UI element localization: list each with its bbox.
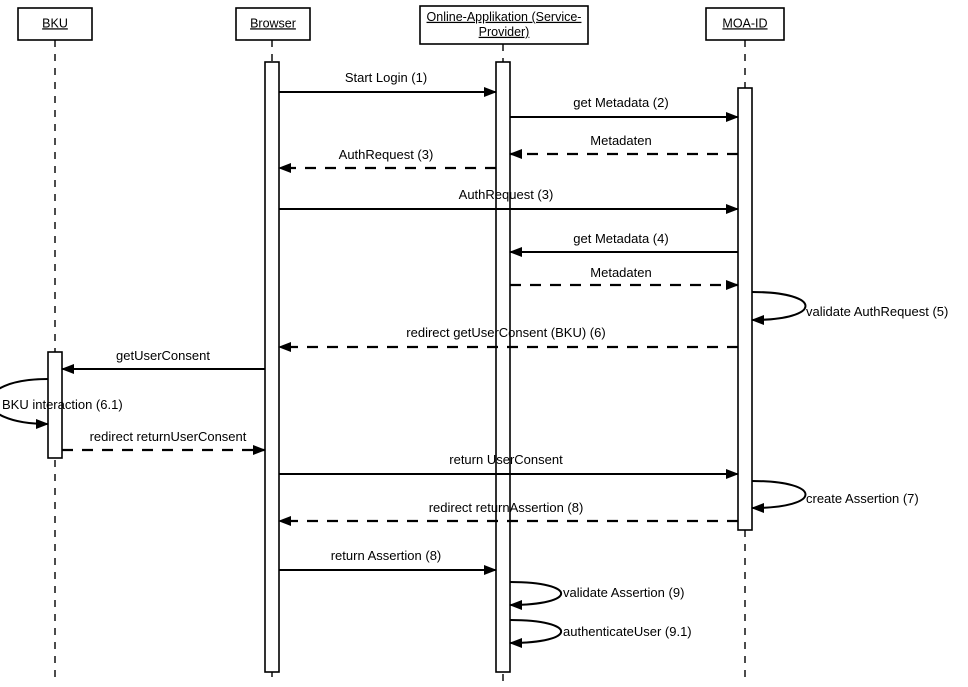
- message-label-8: redirect getUserConsent (BKU) (6): [406, 325, 605, 340]
- message-7: Metadaten: [510, 265, 739, 290]
- message-label-9: getUserConsent: [116, 348, 210, 363]
- self-message-2: BKU interaction (6.1): [0, 378, 123, 429]
- message-label-3: Metadaten: [590, 133, 651, 148]
- activation-bars-layer: [47, 61, 753, 673]
- message-label-1: Start Login (1): [345, 70, 427, 85]
- activation-bar-bku: [47, 351, 63, 459]
- message-label-2: get Metadata (2): [573, 95, 668, 110]
- self-message-arrow-4: [509, 581, 562, 610]
- activation-bar-browser: [264, 61, 280, 673]
- message-5: AuthRequest (3): [279, 187, 739, 214]
- self-message-label-5: authenticateUser (9.1): [563, 624, 692, 639]
- lifeline-label-online-applikation: Online-Applikation (Service-: [427, 10, 582, 24]
- activation-bar-moa-id: [737, 87, 753, 531]
- lifeline-head-box-bku: [17, 7, 93, 41]
- message-2: get Metadata (2): [510, 95, 739, 122]
- lifeline-head-box-moa-id: [705, 7, 785, 41]
- self-message-label-1: validate AuthRequest (5): [806, 304, 948, 319]
- message-label-12: redirect returnAssertion (8): [429, 500, 584, 515]
- message-label-7: Metadaten: [590, 265, 651, 280]
- lifeline-head-bku[interactable]: BKU: [17, 7, 93, 41]
- message-4: AuthRequest (3): [278, 147, 496, 173]
- self-message-arrow-3: [751, 480, 807, 513]
- message-12: redirect returnAssertion (8): [278, 500, 738, 526]
- self-message-label-4: validate Assertion (9): [563, 585, 684, 600]
- lifeline-label-bku: BKU: [42, 16, 68, 30]
- message-label-10: redirect returnUserConsent: [90, 429, 247, 444]
- message-10: redirect returnUserConsent: [62, 429, 266, 455]
- self-message-4: validate Assertion (9): [509, 581, 684, 610]
- lifeline-heads-layer: BKU Browser Online-Applikation (Service-Pr…: [17, 5, 785, 45]
- message-11: return UserConsent: [279, 452, 739, 479]
- lifeline-head-browser[interactable]: Browser: [235, 7, 311, 41]
- message-6: get Metadata (4): [509, 231, 738, 257]
- self-message-arrow-1: [751, 291, 807, 325]
- message-9: getUserConsent: [61, 348, 265, 374]
- lifeline-head-box-browser: [235, 7, 311, 41]
- message-label-6: get Metadata (4): [573, 231, 668, 246]
- lifeline-label-online-applikation-line2: Provider): [479, 25, 530, 39]
- message-label-13: return Assertion (8): [331, 548, 442, 563]
- lifeline-label-browser: Browser: [250, 16, 296, 30]
- message-13: return Assertion (8): [279, 548, 497, 575]
- message-3: Metadaten: [509, 133, 738, 159]
- activation-bar-online-applikation: [495, 61, 511, 673]
- message-label-5: AuthRequest (3): [459, 187, 554, 202]
- self-messages-layer: validate AuthRequest (5) BKU interaction …: [0, 291, 948, 648]
- self-message-3: create Assertion (7): [751, 480, 919, 513]
- lifeline-head-box-online-applikation: [419, 5, 589, 45]
- self-message-arrow-2: [0, 378, 49, 429]
- self-message-5: authenticateUser (9.1): [509, 619, 692, 648]
- lifeline-head-online-applikation[interactable]: Online-Applikation (Service-Provider): [419, 5, 589, 45]
- message-label-11: return UserConsent: [449, 452, 563, 467]
- messages-layer: Start Login (1) get Metadata (2) Metadaten…: [61, 70, 739, 575]
- message-8: redirect getUserConsent (BKU) (6): [278, 325, 738, 352]
- self-message-label-2: BKU interaction (6.1): [2, 397, 123, 412]
- message-1: Start Login (1): [279, 70, 497, 97]
- lifeline-head-moa-id[interactable]: MOA-ID: [705, 7, 785, 41]
- self-message-1: validate AuthRequest (5): [751, 291, 948, 325]
- self-message-arrow-5: [509, 619, 562, 648]
- self-message-label-3: create Assertion (7): [806, 491, 919, 506]
- message-label-4: AuthRequest (3): [339, 147, 434, 162]
- lifeline-label-moa-id: MOA-ID: [722, 16, 767, 30]
